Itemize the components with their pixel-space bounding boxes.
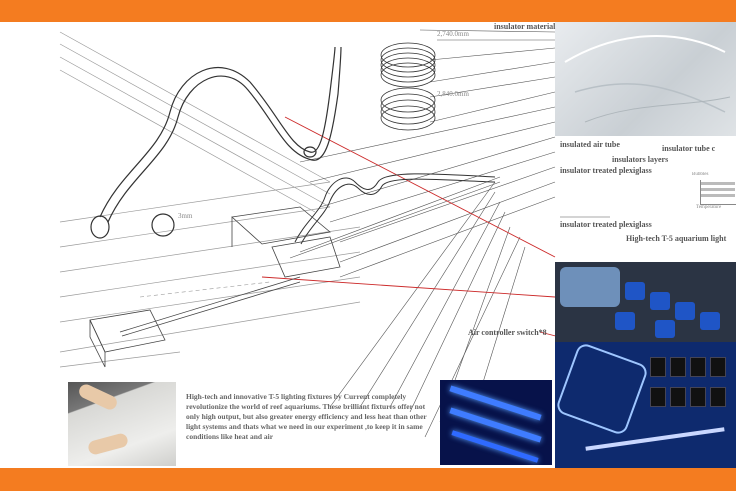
technical-drawing [59,29,736,438]
dimension-label: 3mm [178,212,193,220]
label-air-controller: Air controller switch*8 [468,328,547,337]
label-high-tech-light: High-tech T-5 aquarium light [626,234,727,243]
tank-box-drawing [89,206,341,368]
dimension-label: 2,840.0mm [437,90,469,98]
photo-blue-fixture [440,380,552,465]
label-insulated-air-tube: insulated air tube [560,140,620,149]
bottom-orange-band [0,468,736,491]
label-insulators-layers: insulators layers [612,155,669,164]
label-insulator-tube: insulator tube c [662,144,716,153]
description-paragraph: High-tech and innovative T-5 lighting fi… [186,392,427,441]
photo-led-array [555,262,736,342]
perspective-lines [59,31,361,368]
photo-insulator-material [555,22,736,136]
spring-coil-drawing [380,42,436,131]
mini-chart-panel: Bubbles Temperature [692,172,736,212]
photo-blue-switches [555,342,736,468]
label-insulator-plexiglass-2: insulator treated plexiglass [560,220,652,229]
mini-chart-axis: Temperature [696,205,722,210]
plexiglass-sheet-icon [564,34,731,123]
dimension-label: 2,740.0mm [437,30,469,38]
leader-lines [289,29,610,438]
mini-chart-bars [700,180,736,205]
diagram-sheet: Bubbles Temperature [0,22,736,468]
tube-coil-drawing [90,46,342,239]
label-insulator-plexiglass-1: insulator treated plexiglass [560,166,652,175]
label-insulator-material: insulator material [494,22,556,31]
small-coil-drawing [294,173,496,245]
mini-chart-label: Bubbles [692,172,709,177]
photo-hands-sheet [68,382,176,466]
top-orange-band [0,0,736,22]
